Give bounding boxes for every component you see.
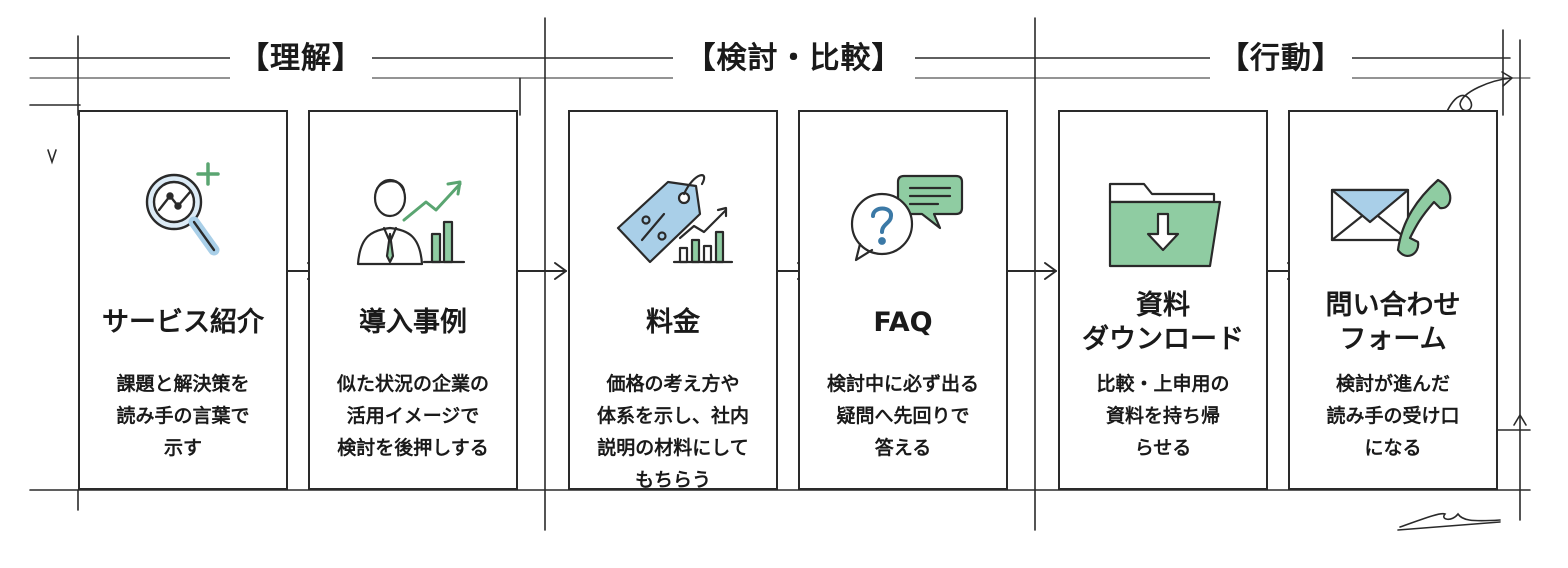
phase-understand: 【理解】: [230, 34, 372, 84]
phase-compare: 【検討・比較】: [673, 34, 915, 84]
guide-tick: [47, 149, 57, 165]
swirl-arrow-head: [1501, 71, 1514, 87]
phase-action: 【行動】: [1210, 34, 1352, 84]
businessman-growth-icon: [310, 162, 516, 282]
signature-line: [1397, 521, 1501, 531]
card-title: サービス紹介: [102, 307, 264, 338]
mail-phone-icon: [1290, 162, 1496, 282]
guide-tick: [1513, 413, 1527, 426]
card-title: 資料 ダウンロード: [1082, 290, 1244, 355]
card-title: FAQ: [873, 307, 933, 338]
signature-scribble: [1399, 512, 1501, 528]
price-tag-icon: [570, 162, 776, 282]
card-document-download: 資料 ダウンロード 比較・上申用の 資料を持ち帰 らせる: [1058, 110, 1268, 490]
folder-download-icon: [1060, 162, 1266, 282]
card-pricing: 料金 価格の考え方や 体系を示し、社内 説明の材料にして もちらう: [568, 110, 778, 491]
card-title: 料金: [646, 307, 700, 338]
card-case-studies: 導入事例 似た状況の企業の 活用イメージで 検討を後押しする: [308, 110, 518, 490]
card-description: 課題と解決策を 読み手の言葉で 示す: [116, 373, 250, 459]
question-bubble-icon: [800, 162, 1006, 282]
card-description: 価格の考え方や 体系を示し、社内 説明の材料にして もちらう: [596, 373, 749, 491]
flow-arrow: [1007, 262, 1057, 280]
card-description: 検討中に必ず出る 疑問へ先回りで 答える: [826, 373, 979, 459]
magnifier-chart-icon: [80, 162, 286, 282]
card-description: 比較・上申用の 資料を持ち帰 らせる: [1096, 373, 1230, 459]
card-description: 似た状況の企業の 活用イメージで 検討を後押しする: [336, 373, 489, 459]
card-description: 検討が進んだ 読み手の受け口 になる: [1326, 373, 1460, 459]
card-faq: FAQ 検討中に必ず出る 疑問へ先回りで 答える: [798, 110, 1008, 490]
card-service-intro: サービス紹介 課題と解決策を 読み手の言葉で 示す: [78, 110, 288, 490]
card-title: 導入事例: [359, 307, 467, 338]
card-title: 問い合わせ フォーム: [1325, 290, 1461, 355]
card-contact-form: 問い合わせ フォーム 検討が進んだ 読み手の受け口 になる: [1288, 110, 1498, 490]
flow-arrow: [517, 262, 567, 280]
